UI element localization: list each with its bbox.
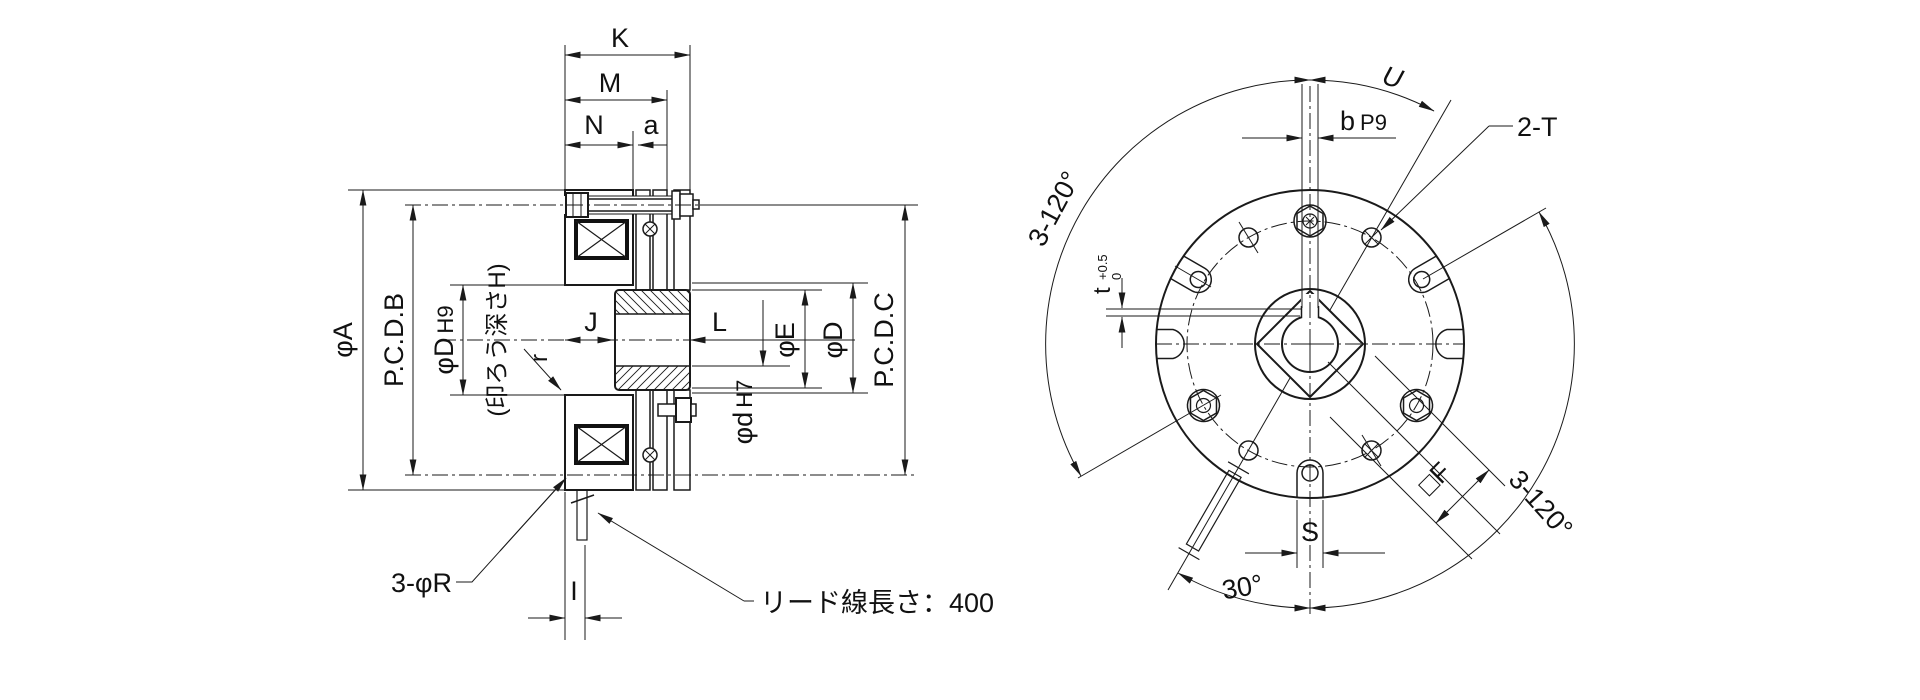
dim-label-S: S (1301, 517, 1319, 547)
callout-lead-wire-length: リード線長さ：400 (760, 588, 994, 618)
dim-label-a: a (643, 110, 659, 140)
dim-label-phiA: φA (328, 322, 358, 358)
section-dimensions (348, 45, 918, 640)
lead-wire (570, 489, 595, 541)
dim-label-phiD: φD (818, 321, 848, 358)
dim-label-phiE: φE (770, 322, 800, 358)
dim-label-phiD-H9: φDH9 (429, 305, 459, 374)
armature-screw-lower (642, 447, 658, 463)
shaft-hub (614, 289, 691, 391)
dim-label-keyway-depth: t +0.5 0 (1089, 254, 1124, 294)
callout-mount-holes: 3-φR (391, 568, 452, 598)
dim-label-phid-H7: φdH7 (728, 380, 758, 445)
coil-section-upper (574, 219, 629, 260)
front-dimensions (1045, 76, 1575, 612)
dim-label-pcdC: P.C.D.C (869, 292, 899, 388)
dim-label-L: L (712, 307, 727, 337)
svg-text:+0.5: +0.5 (1095, 254, 1110, 280)
dim-label-M: M (599, 68, 622, 98)
armature-screw-upper (642, 221, 658, 237)
dim-label-K: K (611, 23, 629, 53)
note-spigot-depth: (印ろう深さH) (484, 263, 511, 416)
callout-tapped-holes: 2-T (1517, 112, 1558, 142)
stator-yoke (564, 189, 634, 491)
svg-text:0: 0 (1109, 273, 1124, 280)
flange-bolt-lower (657, 397, 697, 423)
dim-label-N: N (584, 110, 604, 140)
section-view: K M N a J L I φA P.C.D.B φDH9 (印ろう深さH) r… (328, 23, 994, 640)
dim-label-fillet-r: r (526, 354, 553, 362)
dim-label-J: J (584, 307, 598, 337)
dim-label-30deg: 30° (1220, 569, 1265, 606)
svg-text:t: t (1089, 287, 1116, 294)
dim-label-pcdB: P.C.D.B (379, 293, 409, 387)
dim-label-I: I (570, 576, 578, 606)
coil-section-lower (574, 424, 629, 465)
